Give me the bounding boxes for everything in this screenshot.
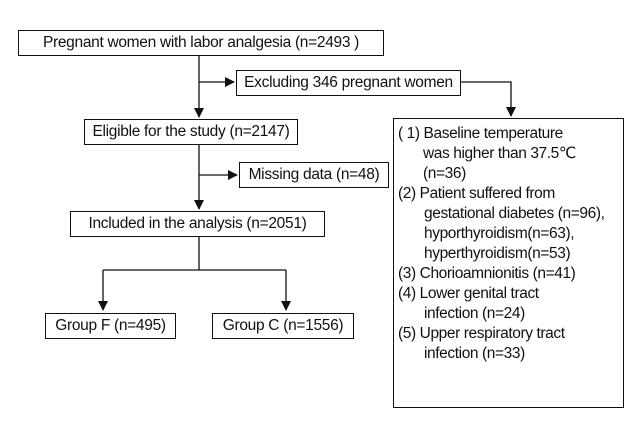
criterion-4-line2: infection (n=24) — [424, 305, 525, 322]
eligible-label: Eligible for the study (n=2147) — [92, 123, 290, 140]
eligible-box: Eligible for the study (n=2147) — [84, 119, 298, 145]
criterion-2-line4: hyperthyroidism(n=53) — [424, 245, 571, 262]
criterion-2-line2: gestational diabetes (n=96), — [424, 205, 605, 222]
group-c-box: Group C (n=1556) — [212, 313, 354, 339]
criterion-3-line1: (3) Chorioamnionitis (n=41) — [398, 265, 576, 282]
group-f-box: Group F (n=495) — [45, 313, 176, 339]
criterion-1-line1: ( 1) Baseline temperature — [398, 125, 563, 142]
criterion-4-line1: (4) Lower genital tract — [398, 285, 539, 302]
total-label: Pregnant women with labor analgesia (n=2… — [42, 34, 360, 51]
criterion-2-line1: (2) Patient suffered from — [398, 185, 555, 202]
criterion-5-line1: (5) Upper respiratory tract — [398, 325, 565, 342]
arrow-excluded-to-criteria — [461, 81, 516, 117]
exclusion-criteria-panel: ( 1) Baseline temperature was higher tha… — [393, 118, 624, 408]
missing-label: Missing data (n=48) — [248, 166, 380, 183]
criterion-2-line3: hyporthyroidism(n=63), — [424, 225, 575, 242]
group-f-label: Group F (n=495) — [55, 317, 166, 334]
included-box: Included in the analysis (n=2051) — [70, 211, 325, 237]
criterion-1-line2: was higher than 37.5℃ — [423, 145, 576, 162]
criterion-1-line3: (n=36) — [423, 165, 466, 182]
excluded-box: Excluding 346 pregnant women — [236, 70, 461, 96]
total-box: Pregnant women with labor analgesia (n=2… — [18, 30, 384, 56]
group-c-label: Group C (n=1556) — [222, 317, 344, 334]
excluded-label: Excluding 346 pregnant women — [244, 74, 453, 91]
criterion-5-line2: infection (n=33) — [424, 345, 525, 362]
included-label: Included in the analysis (n=2051) — [88, 215, 307, 232]
missing-box: Missing data (n=48) — [239, 162, 389, 188]
